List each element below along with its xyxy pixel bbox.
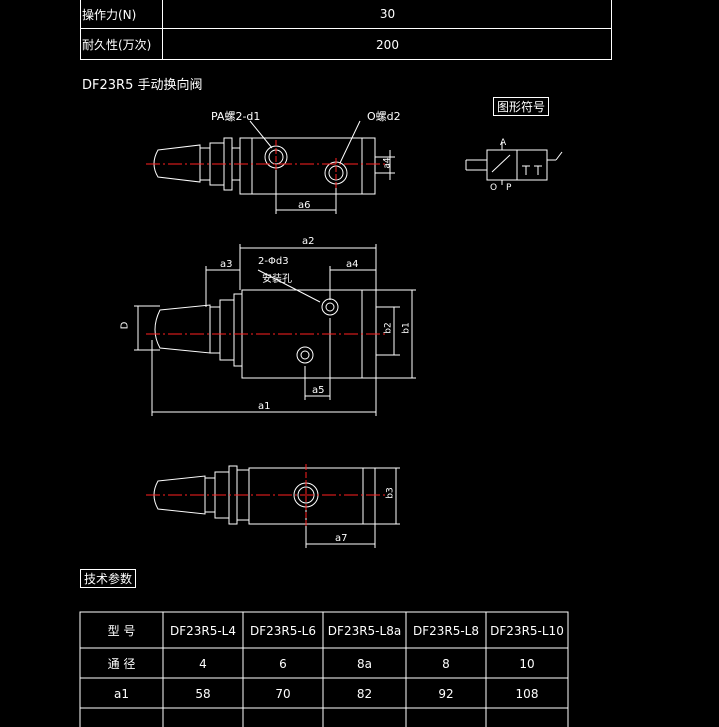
view2-b1-label: b1 (401, 322, 412, 334)
view2-mount-label: 安装孔 (262, 274, 292, 285)
bottom-header-4: DF23R5-L8 (412, 623, 480, 638)
valve-symbol (465, 142, 563, 185)
symbol-port-p: P (506, 183, 512, 193)
top-row-2-value: 200 (376, 38, 399, 52)
view3-a7-label: a7 (335, 533, 348, 544)
top-table (80, 0, 612, 60)
bottom-header-2: DF23R5-L6 (249, 623, 317, 638)
bottom-table-grid (79, 611, 569, 727)
view2-holes-label: 2-Φd3 (258, 256, 289, 267)
view2-a1-label: a1 (258, 401, 271, 412)
bottom-row-2-c1: 58 (195, 686, 211, 701)
top-row-2-label: 耐久性(万次) (82, 37, 152, 52)
view1-a6-label: a6 (298, 200, 311, 211)
view1-a4-label: a4 (382, 157, 393, 169)
view1-o-thread-label: O螺d2 (367, 110, 401, 123)
drawing-title: DF23R5 手动换向阀 (82, 78, 203, 93)
bottom-row-1-c3: 8a (357, 656, 372, 671)
bottom-header-3: DF23R5-L8a (327, 623, 402, 638)
view2-a4-label: a4 (346, 259, 359, 270)
top-row-1-label: 操作力(N) (82, 7, 137, 22)
bottom-row-2-c4: 92 (438, 686, 454, 701)
top-table-divider-h (80, 28, 612, 29)
bottom-row-1-c1: 4 (199, 656, 207, 671)
view2-a3-label: a3 (220, 259, 233, 270)
view3-valve (153, 465, 400, 548)
bottom-row-2-c5: 108 (515, 686, 539, 701)
bottom-row-1-c0: 通 径 (107, 657, 136, 671)
symbol-port-a: A (500, 138, 507, 148)
bottom-row-1-c4: 8 (442, 656, 450, 671)
bottom-header-5: DF23R5-L10 (490, 623, 564, 638)
bottom-row-2-c2: 70 (275, 686, 291, 701)
view2-a2-label: a2 (302, 236, 315, 247)
bottom-row-2-c0: a1 (114, 686, 129, 701)
view2-d-label: D (119, 321, 131, 330)
top-table-divider-v (162, 0, 163, 60)
bottom-header-0: 型 号 (107, 624, 136, 638)
bottom-row-2-c3: 82 (356, 686, 373, 701)
view2-b2-label: b2 (383, 322, 394, 334)
bottom-row-1-c2: 6 (279, 656, 287, 671)
symbol-box-label: 图形符号 (493, 97, 550, 116)
view1-valve (153, 120, 395, 214)
view3-b3-label: b3 (385, 487, 396, 499)
view2-a5-label: a5 (312, 385, 325, 396)
tech-params-label: 技术参数 (80, 569, 137, 588)
bottom-header-1: DF23R5-L4 (169, 623, 237, 638)
top-row-1-value: 30 (379, 7, 396, 21)
bottom-row-1-c5: 10 (519, 656, 535, 671)
view1-pa-thread-label: PA螺2-d1 (211, 110, 261, 123)
symbol-port-o: O (490, 183, 498, 193)
